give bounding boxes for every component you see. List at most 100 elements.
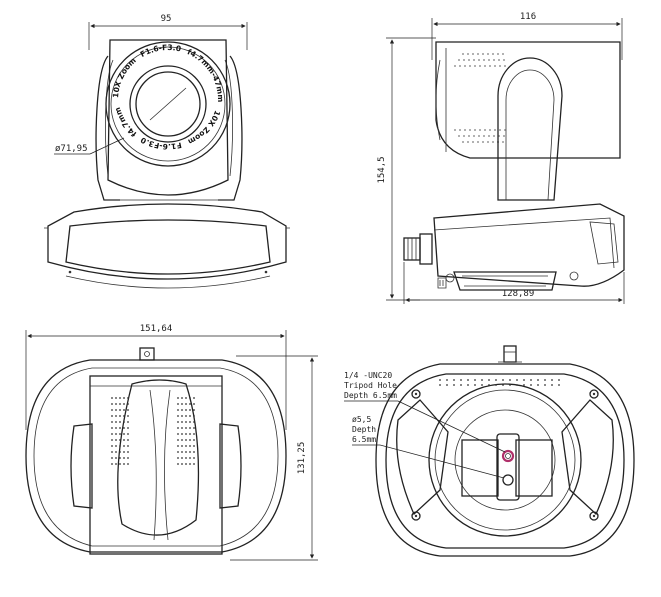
vent-dot [127, 463, 129, 465]
vent-dot [123, 457, 125, 459]
vent-dot [189, 415, 191, 417]
vent-dot [495, 379, 497, 381]
vent-dot [119, 427, 121, 429]
vent-dot [193, 403, 195, 405]
vent-dot [119, 433, 121, 435]
vent-dot [111, 433, 113, 435]
vent-dot [115, 415, 117, 417]
vent-dot [474, 384, 476, 386]
bottom-vents [439, 379, 560, 386]
vent-dot [495, 384, 497, 386]
vent-dot [177, 445, 179, 447]
vent-dot [115, 409, 117, 411]
vent-dot [127, 415, 129, 417]
vent-dot [189, 403, 191, 405]
vent-dot [467, 379, 469, 381]
vent-dot [177, 421, 179, 423]
vent-dot [123, 439, 125, 441]
vent-dot [177, 409, 179, 411]
dim-lens-diameter: ø71,95 [54, 137, 125, 155]
dim-front-width: 95 [88, 14, 248, 50]
dim-top-width-label: 151,64 [140, 324, 173, 334]
front-right-arm [218, 55, 243, 201]
vent-dot [181, 457, 183, 459]
side-yoke [497, 57, 563, 201]
vent-dot [127, 433, 129, 435]
vent-dot [189, 427, 191, 429]
vent-dot [119, 415, 121, 417]
vent-dot [185, 415, 187, 417]
screw-bottom-left [411, 511, 421, 521]
vent-dot [127, 457, 129, 459]
vent-dot [537, 384, 539, 386]
vent-dot [544, 384, 546, 386]
vent-dot [119, 463, 121, 465]
top-center-hump [117, 379, 200, 536]
vent-dot [127, 439, 129, 441]
vent-dot [181, 409, 183, 411]
vent-dot [127, 427, 129, 429]
front-left-arm [95, 55, 120, 201]
bottom-outer-body [375, 363, 635, 557]
vent-dot [193, 451, 195, 453]
vent-dot [115, 433, 117, 435]
vent-dot [181, 445, 183, 447]
vent-dot [115, 457, 117, 459]
vent-dot [181, 415, 183, 417]
bottom-view: 1/4 -UNC20 Tripod Hole Depth 6.5mm ø5,5 … [344, 345, 635, 557]
vent-dot [502, 384, 504, 386]
dim-lens-diameter-label: ø71,95 [55, 144, 88, 154]
vent-dot [111, 439, 113, 441]
vent-dot [185, 445, 187, 447]
vent-dot [119, 397, 121, 399]
dim-side-depth-label: 116 [520, 12, 536, 22]
vent-dot [558, 379, 560, 381]
vent-dot [193, 427, 195, 429]
dim-side-base-depth-label: 128,89 [502, 289, 535, 299]
vent-dot [123, 421, 125, 423]
vent-dot [185, 463, 187, 465]
lens-ring-text-top: 10X Zoom F1.6-F3.0 f4.7mm-47mm [111, 43, 225, 103]
vent-dot [127, 451, 129, 453]
vent-dot [185, 421, 187, 423]
vent-dot [460, 384, 462, 386]
vent-dot [193, 457, 195, 459]
vent-dot [123, 397, 125, 399]
dim-top-width: 151,64 [25, 324, 287, 430]
vent-dot [115, 463, 117, 465]
vent-dot [185, 397, 187, 399]
vent-dot [453, 384, 455, 386]
bottom-main-ring [428, 383, 582, 537]
vent-dot [181, 439, 183, 441]
vent-dot [185, 457, 187, 459]
vent-dot [119, 409, 121, 411]
vent-dot [119, 403, 121, 405]
vent-dot [193, 445, 195, 447]
vent-dot [181, 433, 183, 435]
vent-dot [181, 427, 183, 429]
tripod-hole-note: 1/4 -UNC20 Tripod Hole Depth 6.5mm [344, 371, 506, 453]
vent-dot [119, 457, 121, 459]
vent-dot [193, 439, 195, 441]
vent-dot [185, 451, 187, 453]
vent-dot [111, 403, 113, 405]
vent-dot [111, 451, 113, 453]
vent-dot [481, 379, 483, 381]
dim-side-base-depth: 128,89 [403, 262, 625, 304]
vent-dot [123, 451, 125, 453]
vent-dot [189, 445, 191, 447]
tripod-hole [501, 449, 515, 463]
vent-dot [115, 439, 117, 441]
vent-dot [185, 433, 187, 435]
vent-dot [111, 397, 113, 399]
tripod-note-line3: Depth 6.5mm [344, 391, 397, 400]
vent-dot [189, 397, 191, 399]
vent-dot [181, 451, 183, 453]
screw-top-left [411, 389, 421, 399]
dim-side-height-label: 154,5 [377, 156, 387, 183]
vent-dot [544, 379, 546, 381]
side-view: 116 154,5 [377, 12, 625, 304]
front-base [47, 203, 287, 280]
vent-dot [189, 457, 191, 459]
vent-dot [185, 439, 187, 441]
